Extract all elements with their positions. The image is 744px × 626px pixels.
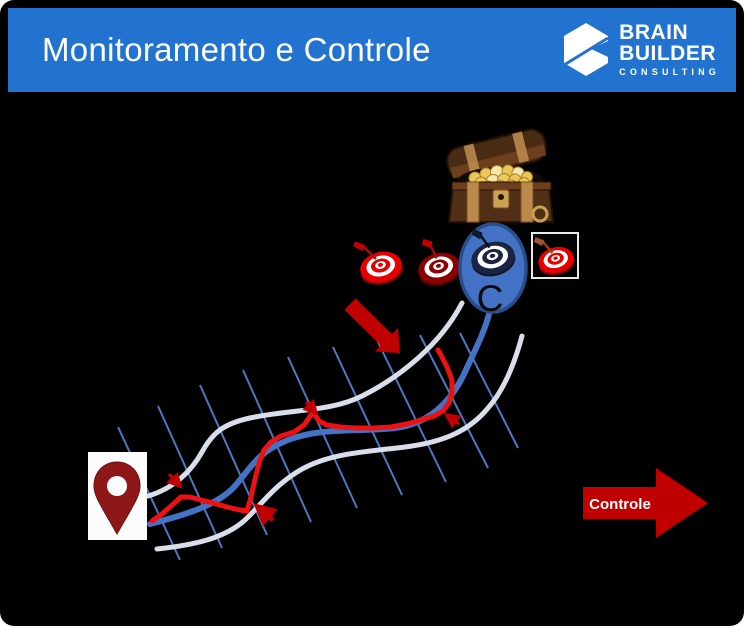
diagonal-line bbox=[332, 346, 403, 496]
target-icon-2 bbox=[418, 238, 461, 286]
logo-line-2: BUILDER bbox=[619, 41, 716, 65]
location-pin-icon bbox=[93, 461, 141, 536]
brain-builder-logo-text: BRAIN BUILDER CONSULTING bbox=[619, 20, 720, 78]
treasure-chest-icon bbox=[446, 128, 555, 223]
correction-arrow-icon bbox=[302, 398, 319, 416]
boxed-target-icon bbox=[531, 232, 579, 279]
origin-pin bbox=[88, 452, 147, 540]
correction-arrow-icon bbox=[166, 471, 183, 489]
control-arrow: Controle bbox=[583, 468, 708, 538]
header-bar: Monitoramento e Controle BRAIN BUILDER C… bbox=[8, 8, 736, 92]
logo-tagline: CONSULTING bbox=[619, 67, 720, 78]
disturbance-arrow-icon bbox=[344, 298, 400, 353]
diagonal-line bbox=[459, 332, 519, 449]
brain-builder-logo-icon bbox=[563, 23, 609, 76]
control-arrow-label: Controle bbox=[589, 496, 651, 513]
bullseye-icon bbox=[471, 228, 516, 277]
diagonal-line bbox=[157, 405, 223, 549]
control-arrow-shape bbox=[583, 468, 708, 538]
planned-route-curve bbox=[147, 311, 492, 527]
correction-arrow-icon bbox=[253, 503, 278, 527]
target-frame bbox=[531, 232, 579, 279]
page-title: Monitoramento e Controle bbox=[42, 31, 431, 68]
track-outer-right bbox=[154, 333, 525, 552]
actual-route-line bbox=[149, 347, 455, 524]
diagonal-grid bbox=[117, 332, 519, 561]
track-outer-left bbox=[145, 300, 465, 499]
target-icon-1 bbox=[353, 241, 403, 285]
logo-line-1: BRAIN bbox=[619, 20, 689, 44]
correction-arrow-icon bbox=[443, 412, 462, 429]
brain-builder-logo: BRAIN BUILDER CONSULTING bbox=[562, 22, 720, 78]
diagonal-line bbox=[419, 334, 489, 469]
balloon-label: C bbox=[477, 278, 504, 319]
correction-markers bbox=[166, 398, 462, 527]
current-state-balloon: C bbox=[458, 222, 528, 319]
diagonal-line bbox=[376, 339, 447, 483]
